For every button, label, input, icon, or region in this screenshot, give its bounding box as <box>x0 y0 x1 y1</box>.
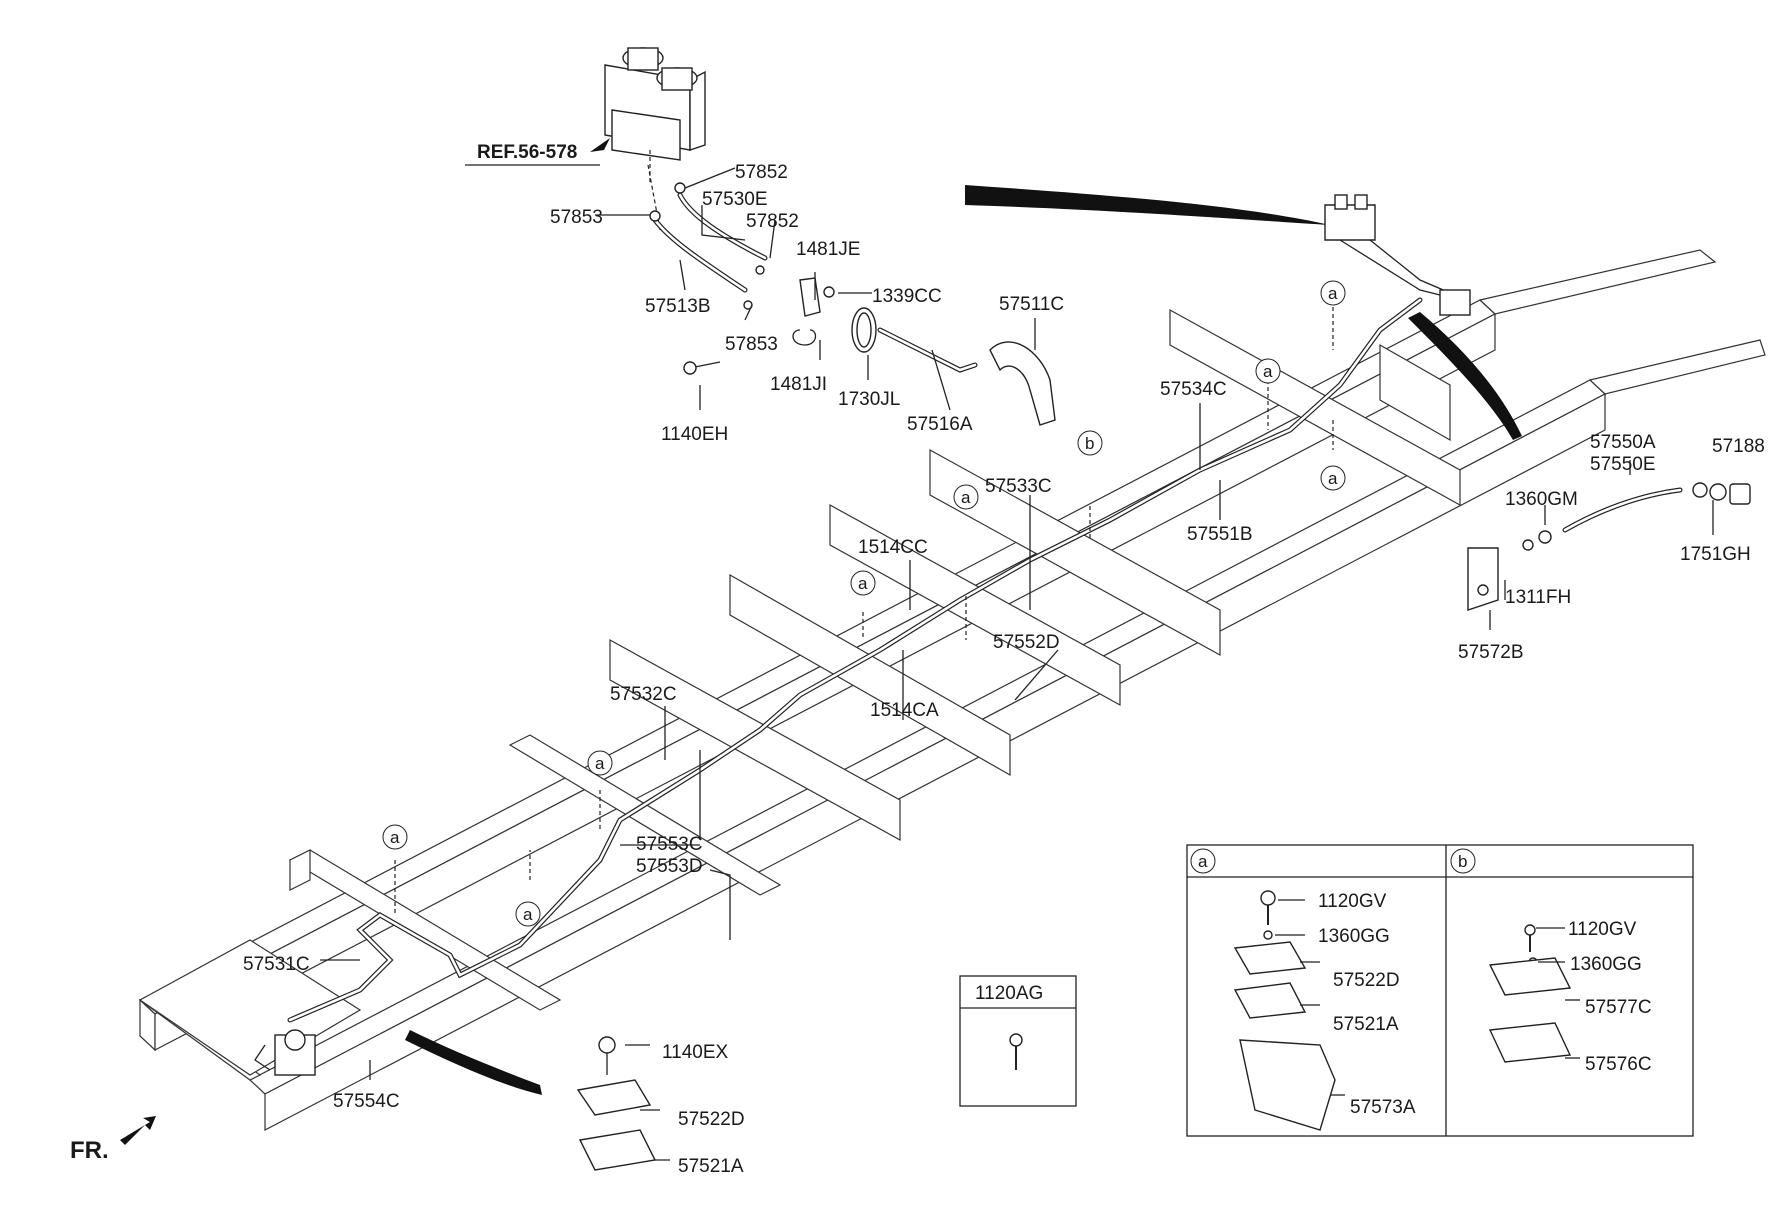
box-1120AG-title: 1120AG <box>975 983 1043 1004</box>
reservoir-assembly <box>604 47 1056 426</box>
detail-box <box>1186 844 1694 1137</box>
fluid-pipe-route <box>254 297 1423 1076</box>
detail-a-label-57573A: 57573A <box>1350 1097 1416 1118</box>
right-valve-cluster <box>1324 194 1471 316</box>
label-57554C: 57554C <box>333 1091 400 1112</box>
detail-a-label-57521A: 57521A <box>1333 1014 1399 1035</box>
label-57553D: 57553D <box>636 856 703 877</box>
svg-text:a: a <box>858 574 868 593</box>
wedge-bottom <box>405 1030 542 1095</box>
svg-text:a: a <box>595 754 605 773</box>
callout-a-4: a <box>953 484 979 510</box>
detail-a-label-57522D: 57522D <box>1333 970 1400 991</box>
wedge-right <box>1408 312 1522 440</box>
label-57852-top: 57852 <box>735 162 788 183</box>
label-57522D-bottom: 57522D <box>678 1109 745 1130</box>
callout-a-2: a <box>1320 280 1346 306</box>
svg-text:a: a <box>1198 852 1208 871</box>
callouts: a a a b a a a a a a b <box>382 280 1476 927</box>
label-1481JE: 1481JE <box>796 239 860 260</box>
svg-text:a: a <box>961 488 971 507</box>
callout-a-3: a <box>1320 465 1346 491</box>
wedge-top <box>965 185 1330 225</box>
label-57533C: 57533C <box>985 476 1052 497</box>
label-1514CC: 1514CC <box>858 537 928 558</box>
ref-label: REF.56-578 <box>477 142 577 163</box>
label-57553C: 57553C <box>636 834 703 855</box>
svg-text:b: b <box>1458 852 1467 871</box>
label-57511C: 57511C <box>999 294 1064 315</box>
label-57572B: 57572B <box>1458 642 1524 663</box>
front-arrow-icon <box>120 1116 156 1145</box>
svg-text:a: a <box>1328 284 1338 303</box>
part-labels: REF.56-578 57852 57530E 57853 57852 1481… <box>70 138 1765 1177</box>
label-1360GM: 1360GM <box>1505 489 1578 510</box>
callout-a-8: a <box>515 901 541 927</box>
svg-text:a: a <box>1328 469 1338 488</box>
label-1311FH: 1311FH <box>1505 587 1571 608</box>
chassis-frame <box>138 249 1766 1131</box>
clip-pointers <box>394 300 1334 915</box>
label-57853-top: 57853 <box>550 207 603 228</box>
callout-b-1: b <box>1077 430 1103 456</box>
label-1140EX: 1140EX <box>662 1042 729 1063</box>
label-57534C: 57534C <box>1160 379 1227 400</box>
label-1730JL: 1730JL <box>838 389 900 410</box>
label-57513B: 57513B <box>645 296 711 317</box>
label-1339CC: 1339CC <box>872 286 942 307</box>
label-57521A-bottom: 57521A <box>678 1156 744 1177</box>
svg-text:a: a <box>523 905 533 924</box>
callout-a-7: a <box>382 824 408 850</box>
label-57550E: 57550E <box>1590 454 1656 475</box>
callout-a-6: a <box>587 750 613 776</box>
front-indicator-label: FR. <box>70 1137 109 1164</box>
box-1120AG: 1120AG <box>959 975 1077 1107</box>
detail-b-label-57576C: 57576C <box>1585 1054 1652 1075</box>
hose-assembly-right <box>1467 482 1751 611</box>
lower-clip-assembly <box>576 1036 657 1171</box>
detail-b-label-1360GG: 1360GG <box>1570 954 1642 975</box>
label-57188: 57188 <box>1712 436 1765 457</box>
detail-a-label-1120GV: 1120GV <box>1318 891 1387 912</box>
label-57551B: 57551B <box>1187 524 1253 545</box>
label-1140EH: 1140EH <box>661 424 728 445</box>
svg-text:a: a <box>1263 362 1273 381</box>
label-57531C: 57531C <box>243 954 310 975</box>
callout-a-1: a <box>1255 358 1281 384</box>
detail-b-label-57577C: 57577C <box>1585 997 1652 1018</box>
svg-text:a: a <box>390 828 400 847</box>
label-1481JI: 1481JI <box>770 374 827 395</box>
label-57516A: 57516A <box>907 414 973 435</box>
leader-lines <box>320 164 1714 1161</box>
detail-header-b: b <box>1450 848 1476 874</box>
label-1514CA: 1514CA <box>870 700 939 721</box>
label-1751GH: 1751GH <box>1680 544 1751 565</box>
label-57852-mid: 57852 <box>746 211 799 232</box>
detail-b-label-1120GV: 1120GV <box>1568 919 1637 940</box>
label-57552D: 57552D <box>993 632 1060 653</box>
label-57532C: 57532C <box>610 684 677 705</box>
svg-text:b: b <box>1085 434 1094 453</box>
detail-header-a: a <box>1190 848 1216 874</box>
callout-a-5: a <box>850 570 876 596</box>
label-57550A: 57550A <box>1590 432 1656 453</box>
detail-a-label-1360GG: 1360GG <box>1318 926 1390 947</box>
ref-arrow-icon <box>590 138 610 152</box>
label-57853-mid: 57853 <box>725 334 778 355</box>
label-57530E: 57530E <box>702 189 768 210</box>
